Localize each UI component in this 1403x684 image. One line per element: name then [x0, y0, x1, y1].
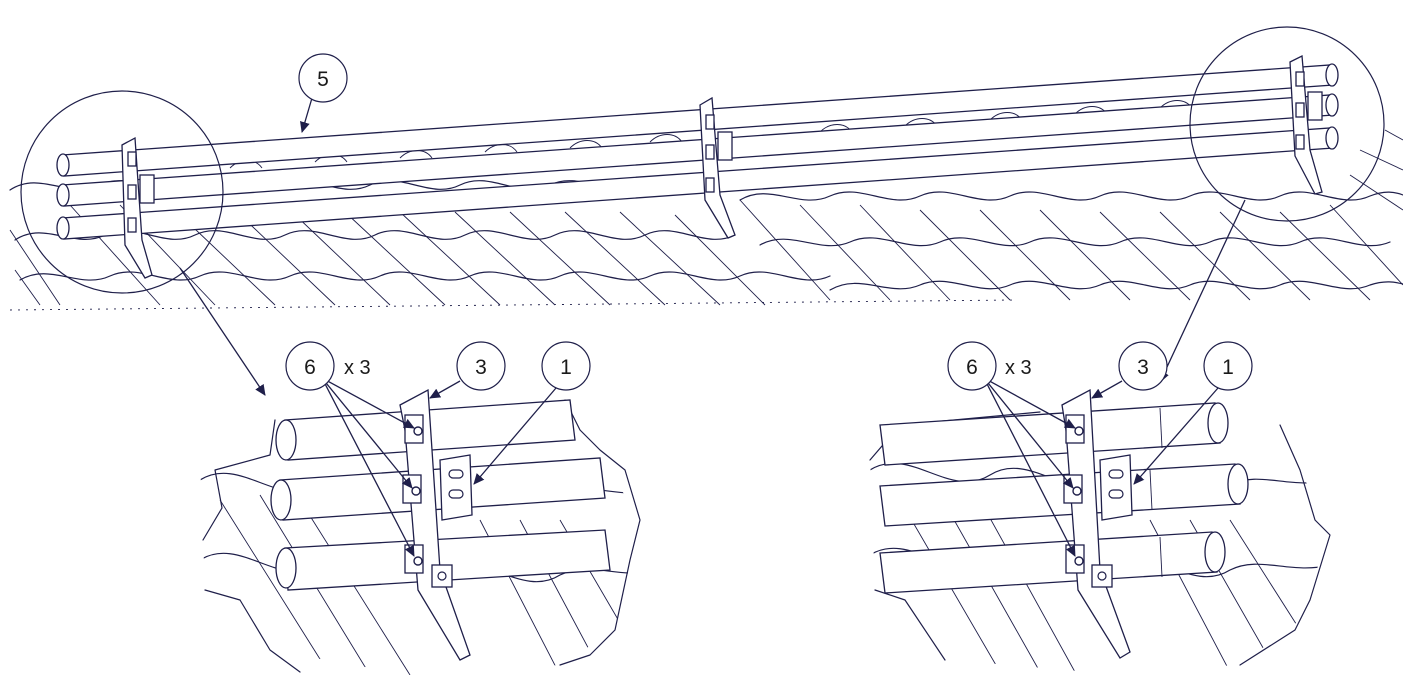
detail-left-bracket: [399, 388, 471, 661]
overview-rails: [56, 63, 1339, 240]
callout-fixing-balloon-left: [285, 341, 335, 391]
callout-fixing-balloon-right: [947, 341, 997, 391]
callout-bracket-label-right: 3: [1137, 356, 1149, 379]
detail-right-base-plate: [1099, 454, 1133, 521]
callout-bracket-balloon-left: [456, 341, 506, 391]
detail-arrow-right: [1159, 199, 1246, 383]
callout-base-label-right: 1: [1222, 356, 1234, 379]
detail-view-right: [869, 388, 1331, 672]
detail-right-rail-bottom: [879, 531, 1218, 594]
callout-bracket-balloon-right: [1118, 341, 1168, 391]
callout-rail-label: 5: [317, 68, 329, 91]
bracket-middle: [699, 96, 736, 239]
detail-right-bracket: [1061, 388, 1131, 659]
callout-base-balloon-right: [1203, 341, 1253, 391]
detail-arrow-left: [179, 267, 266, 396]
callout-base-balloon-left: [541, 341, 591, 391]
bracket-right: [1289, 54, 1323, 195]
detail-circle-right: [1189, 26, 1385, 222]
callout-fixing-qty-right: x 3: [1005, 357, 1032, 379]
detail-circle-left: [20, 90, 224, 294]
callout-fixing-label-left: 6: [304, 356, 316, 379]
callout-bracket-label-left: 3: [475, 356, 487, 379]
callout-rail-balloon: [298, 53, 348, 103]
callout-base-label-left: 1: [560, 356, 572, 379]
detail-left-base-plate: [439, 454, 473, 521]
overview-brackets: [121, 54, 1323, 279]
detail-view-left: [200, 388, 641, 675]
detail-right-rail-top: [879, 402, 1221, 466]
callout-fixing-label-right: 6: [966, 356, 978, 379]
bracket-left: [121, 136, 155, 279]
callout-fixing-qty-left: x 3: [344, 357, 371, 379]
detail-right-rail-middle: [879, 463, 1241, 527]
